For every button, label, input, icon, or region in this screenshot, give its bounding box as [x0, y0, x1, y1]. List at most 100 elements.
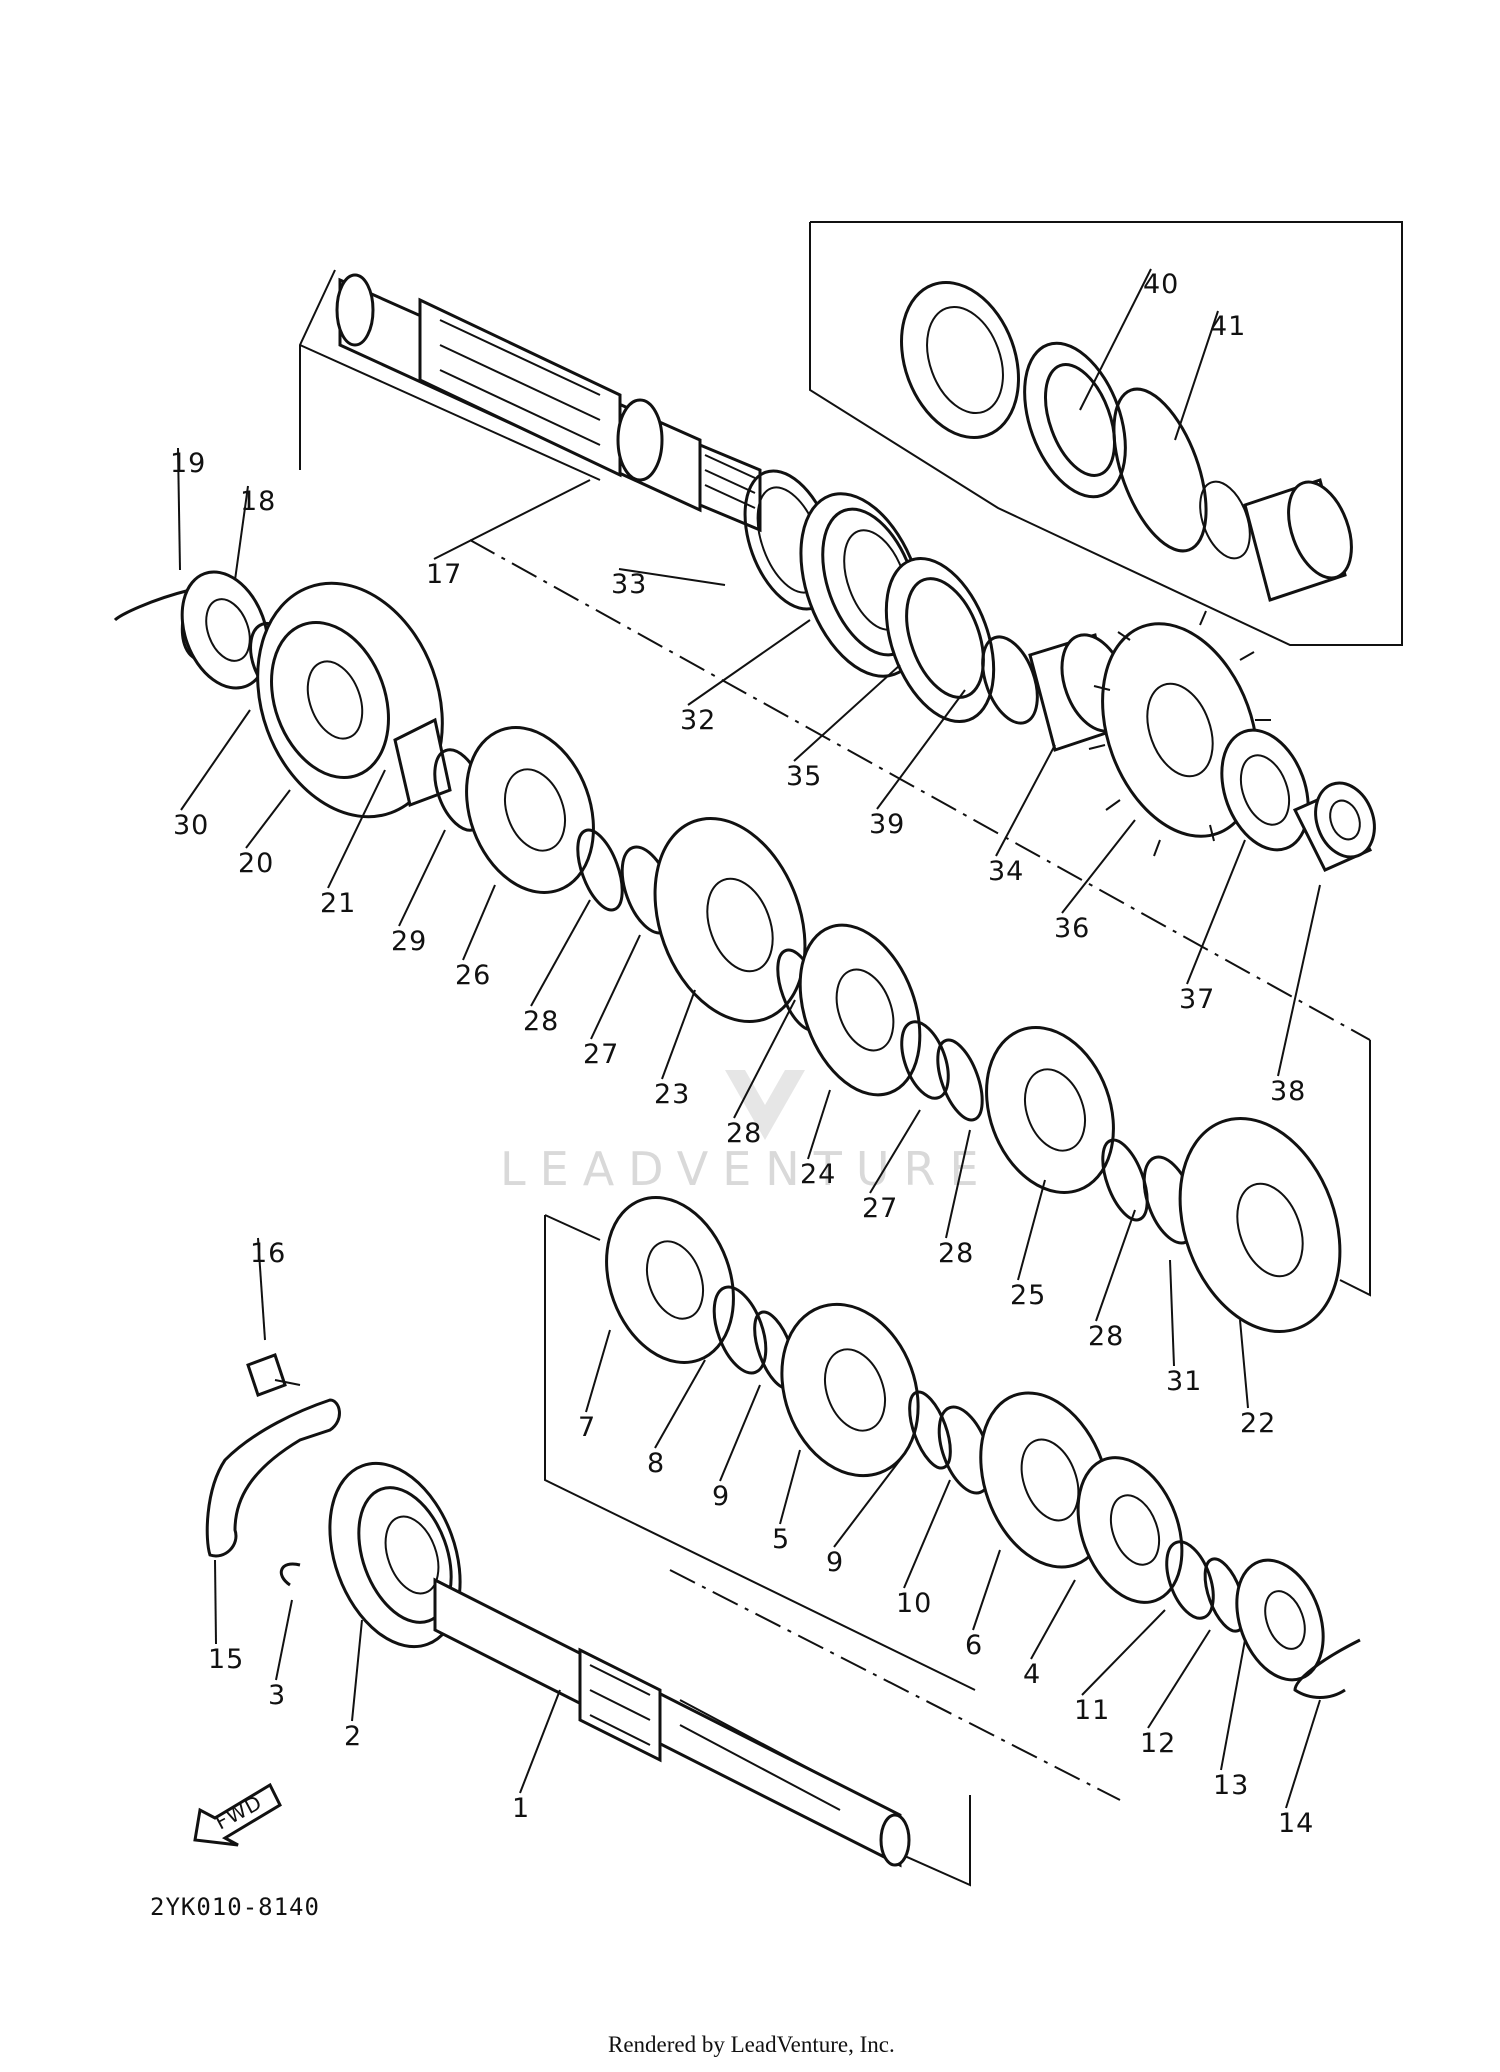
leader-line-l40: [1079, 268, 1152, 411]
leader-line-l9: [719, 1384, 761, 1482]
part-label-l28d: 28: [1088, 1321, 1124, 1352]
leader-line-l36: [1061, 819, 1136, 914]
part-label-l9b: 9: [826, 1547, 844, 1578]
leader-line-l35: [793, 664, 901, 762]
leader-line-l33: [618, 568, 726, 586]
part-label-l21: 21: [320, 888, 356, 919]
part-label-l1: 1: [512, 1793, 530, 1824]
fwd-arrow: FWD: [193, 1782, 282, 1847]
leader-line-l14: [1285, 1699, 1321, 1809]
axis-lines: [469, 539, 1371, 1801]
part-label-l9: 9: [712, 1481, 730, 1512]
part-label-l4: 4: [1023, 1659, 1041, 1690]
leader-line-l18: [234, 485, 249, 581]
leader-line-l26: [462, 884, 496, 961]
part-label-l17: 17: [426, 559, 462, 590]
nut-38: [1292, 781, 1376, 872]
leader-line-l15: [214, 1559, 217, 1645]
leader-line-l17: [433, 479, 591, 560]
leader-line-l27b: [869, 1109, 921, 1194]
lower-left-parts: [205, 1353, 462, 1649]
part-label-l39: 39: [869, 809, 905, 840]
part-label-l37: 37: [1179, 984, 1215, 1015]
part-label-l27: 27: [583, 1039, 619, 1070]
part-label-l20: 20: [238, 848, 274, 879]
leader-line-l10: [903, 1479, 951, 1589]
leader-line-l1: [519, 1689, 561, 1794]
part-label-l31: 31: [1166, 1366, 1202, 1397]
leader-line-l38: [1277, 884, 1321, 1077]
leader-line-l8: [654, 1359, 706, 1449]
mainshaft-gears: [605, 1196, 1361, 1699]
part-label-l27b: 27: [862, 1193, 898, 1224]
part-label-l2: 2: [344, 1721, 362, 1752]
part-label-l35: 35: [786, 761, 822, 792]
leader-line-l6: [972, 1549, 1001, 1631]
leader-line-l23: [661, 989, 696, 1080]
leader-line-l9b: [833, 1459, 901, 1548]
leader-line-l28d: [1095, 1209, 1136, 1322]
leader-line-l2: [351, 1619, 363, 1722]
part-labels: 1234567899101112131415161718192021222324…: [170, 269, 1314, 1839]
part-label-l13: 13: [1213, 1770, 1249, 1801]
leader-line-l22: [1239, 1319, 1249, 1409]
leader-line-l34: [995, 744, 1056, 857]
part-label-l34: 34: [988, 856, 1024, 887]
part-label-l6: 6: [965, 1630, 983, 1661]
part-label-l40: 40: [1143, 269, 1179, 300]
leader-line-l25: [1017, 1179, 1046, 1281]
inset-box: [809, 221, 1403, 646]
leader-line-l29: [398, 829, 446, 927]
part-label-l28: 28: [523, 1006, 559, 1037]
sprocket-36: [1088, 610, 1271, 857]
mainshaft-1: [433, 1577, 911, 1868]
part-label-l28b: 28: [726, 1118, 762, 1149]
part-label-l19: 19: [170, 448, 206, 479]
leader-line-l7: [585, 1329, 611, 1413]
part-label-l24: 24: [800, 1159, 836, 1190]
leader-line-l28b: [733, 999, 796, 1119]
leader-line-l30: [180, 709, 251, 811]
part-label-l12: 12: [1140, 1728, 1176, 1759]
part-label-l18: 18: [240, 486, 276, 517]
part-label-l3: 3: [268, 1680, 286, 1711]
leader-line-l19: [177, 447, 181, 571]
part-label-l14: 14: [1278, 1808, 1314, 1839]
watermark-text: LEADVENTURE: [500, 1142, 993, 1196]
part-label-l15: 15: [208, 1644, 244, 1675]
fwd-label: FWD: [211, 1790, 266, 1835]
leader-lines: [177, 268, 1321, 1809]
countershaft-gears: [465, 726, 1342, 1334]
leader-line-l37: [1186, 839, 1246, 985]
inset-parts: [900, 281, 1353, 602]
leader-line-l32: [687, 619, 811, 706]
leader-line-l24: [807, 1089, 831, 1160]
main-axle-upper: [335, 273, 762, 533]
leader-line-l5: [779, 1449, 801, 1525]
leader-line-l21: [327, 769, 386, 889]
leader-line-l16: [257, 1237, 266, 1341]
leader-line-l41: [1174, 310, 1219, 441]
part-label-l30: 30: [173, 810, 209, 841]
leader-line-l13: [1220, 1639, 1246, 1771]
part-label-l10: 10: [896, 1588, 932, 1619]
leader-line-l28: [530, 899, 591, 1007]
leader-line-l11: [1081, 1609, 1166, 1696]
part-label-l29: 29: [391, 926, 427, 957]
leader-line-l20: [245, 789, 291, 849]
part-label-l16: 16: [250, 1238, 286, 1269]
part-label-l32: 32: [680, 705, 716, 736]
part-label-l33: 33: [611, 569, 647, 600]
part-code: 2YK010-8140: [150, 1893, 320, 1921]
part-label-l22: 22: [1240, 1408, 1276, 1439]
leader-line-l28c: [945, 1129, 971, 1239]
lock-washer-37: [1220, 728, 1310, 852]
part-label-l5: 5: [772, 1524, 790, 1555]
part-label-l23: 23: [654, 1079, 690, 1110]
leader-line-l3: [275, 1599, 293, 1681]
part-label-l36: 36: [1054, 913, 1090, 944]
part-label-l41: 41: [1210, 311, 1246, 342]
leader-line-l12: [1147, 1629, 1211, 1729]
footer-credit: Rendered by LeadVenture, Inc.: [608, 2032, 895, 2057]
